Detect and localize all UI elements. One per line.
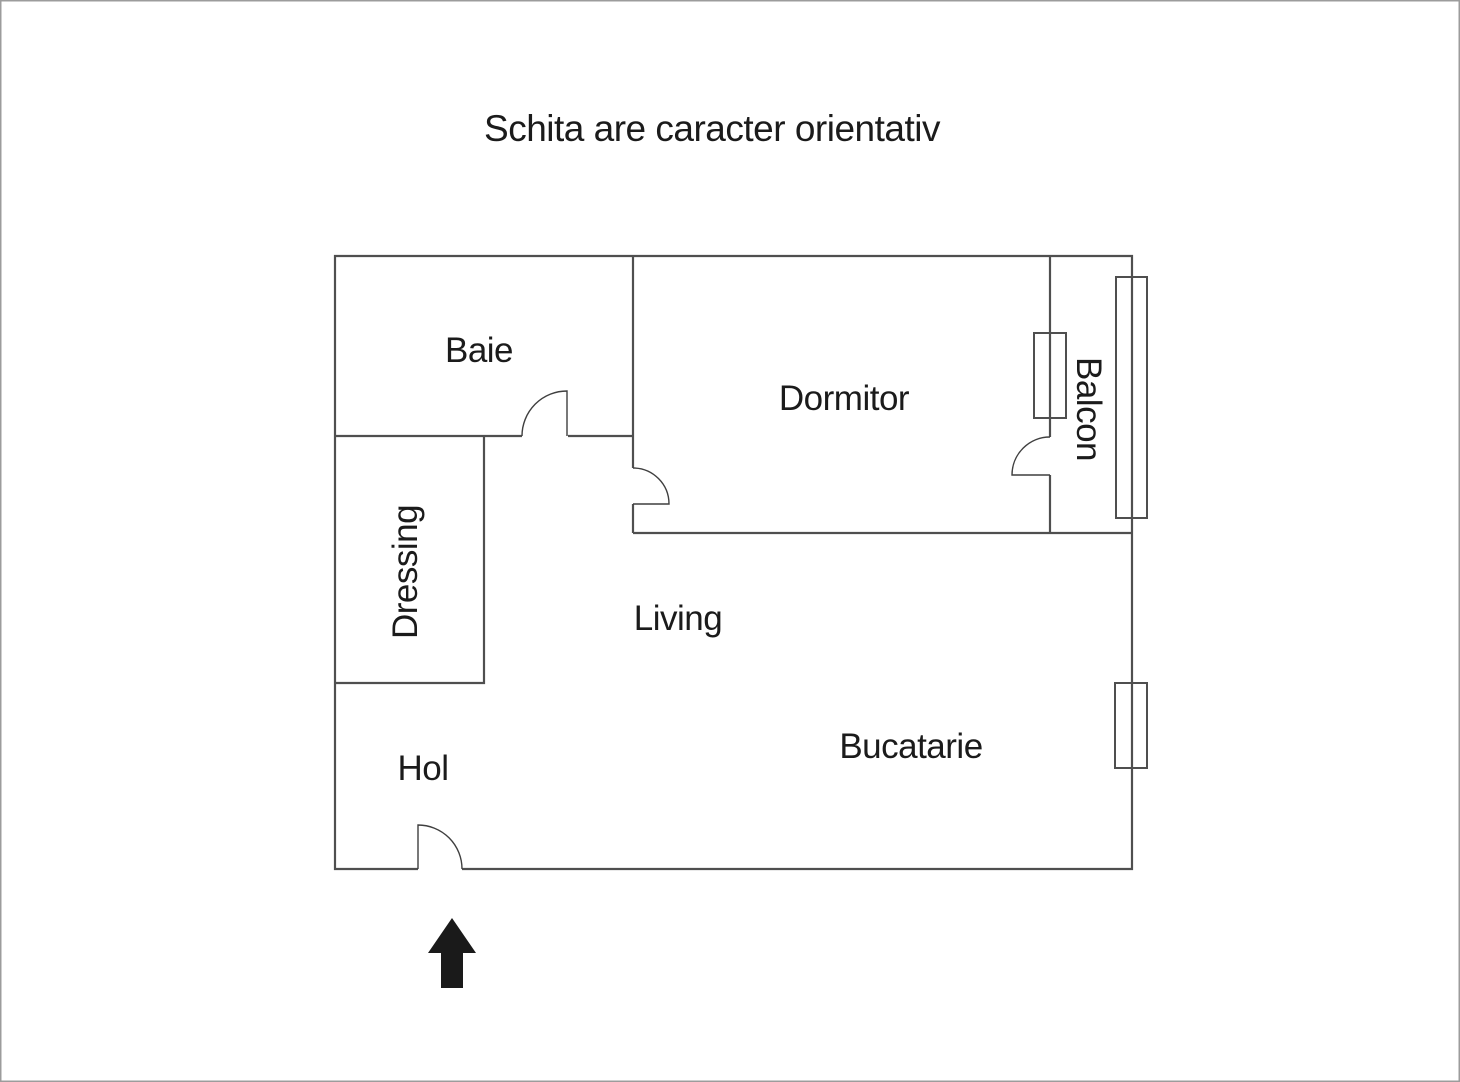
room-label-living: Living — [634, 599, 722, 638]
plan-title: Schita are caracter orientativ — [484, 108, 941, 149]
room-label-balcon: Balcon — [1069, 357, 1108, 461]
dormitor-balcony-window — [1033, 332, 1067, 419]
balcony-window — [1115, 276, 1148, 519]
outer-walls — [333, 254, 1134, 871]
room-label-hol: Hol — [397, 749, 448, 788]
baie-door — [521, 390, 568, 437]
entrance-door — [417, 824, 463, 870]
room-label-bucatarie: Bucatarie — [839, 727, 982, 766]
room-label-baie: Baie — [445, 331, 513, 370]
dormitor-door — [632, 467, 670, 505]
entrance-arrow-icon — [428, 918, 476, 988]
room-label-dormitor: Dormitor — [779, 379, 910, 418]
room-label-dressing: Dressing — [386, 505, 425, 639]
dressing-walls — [335, 436, 486, 685]
kitchen-window — [1114, 682, 1148, 769]
balcon-door — [1011, 436, 1051, 476]
